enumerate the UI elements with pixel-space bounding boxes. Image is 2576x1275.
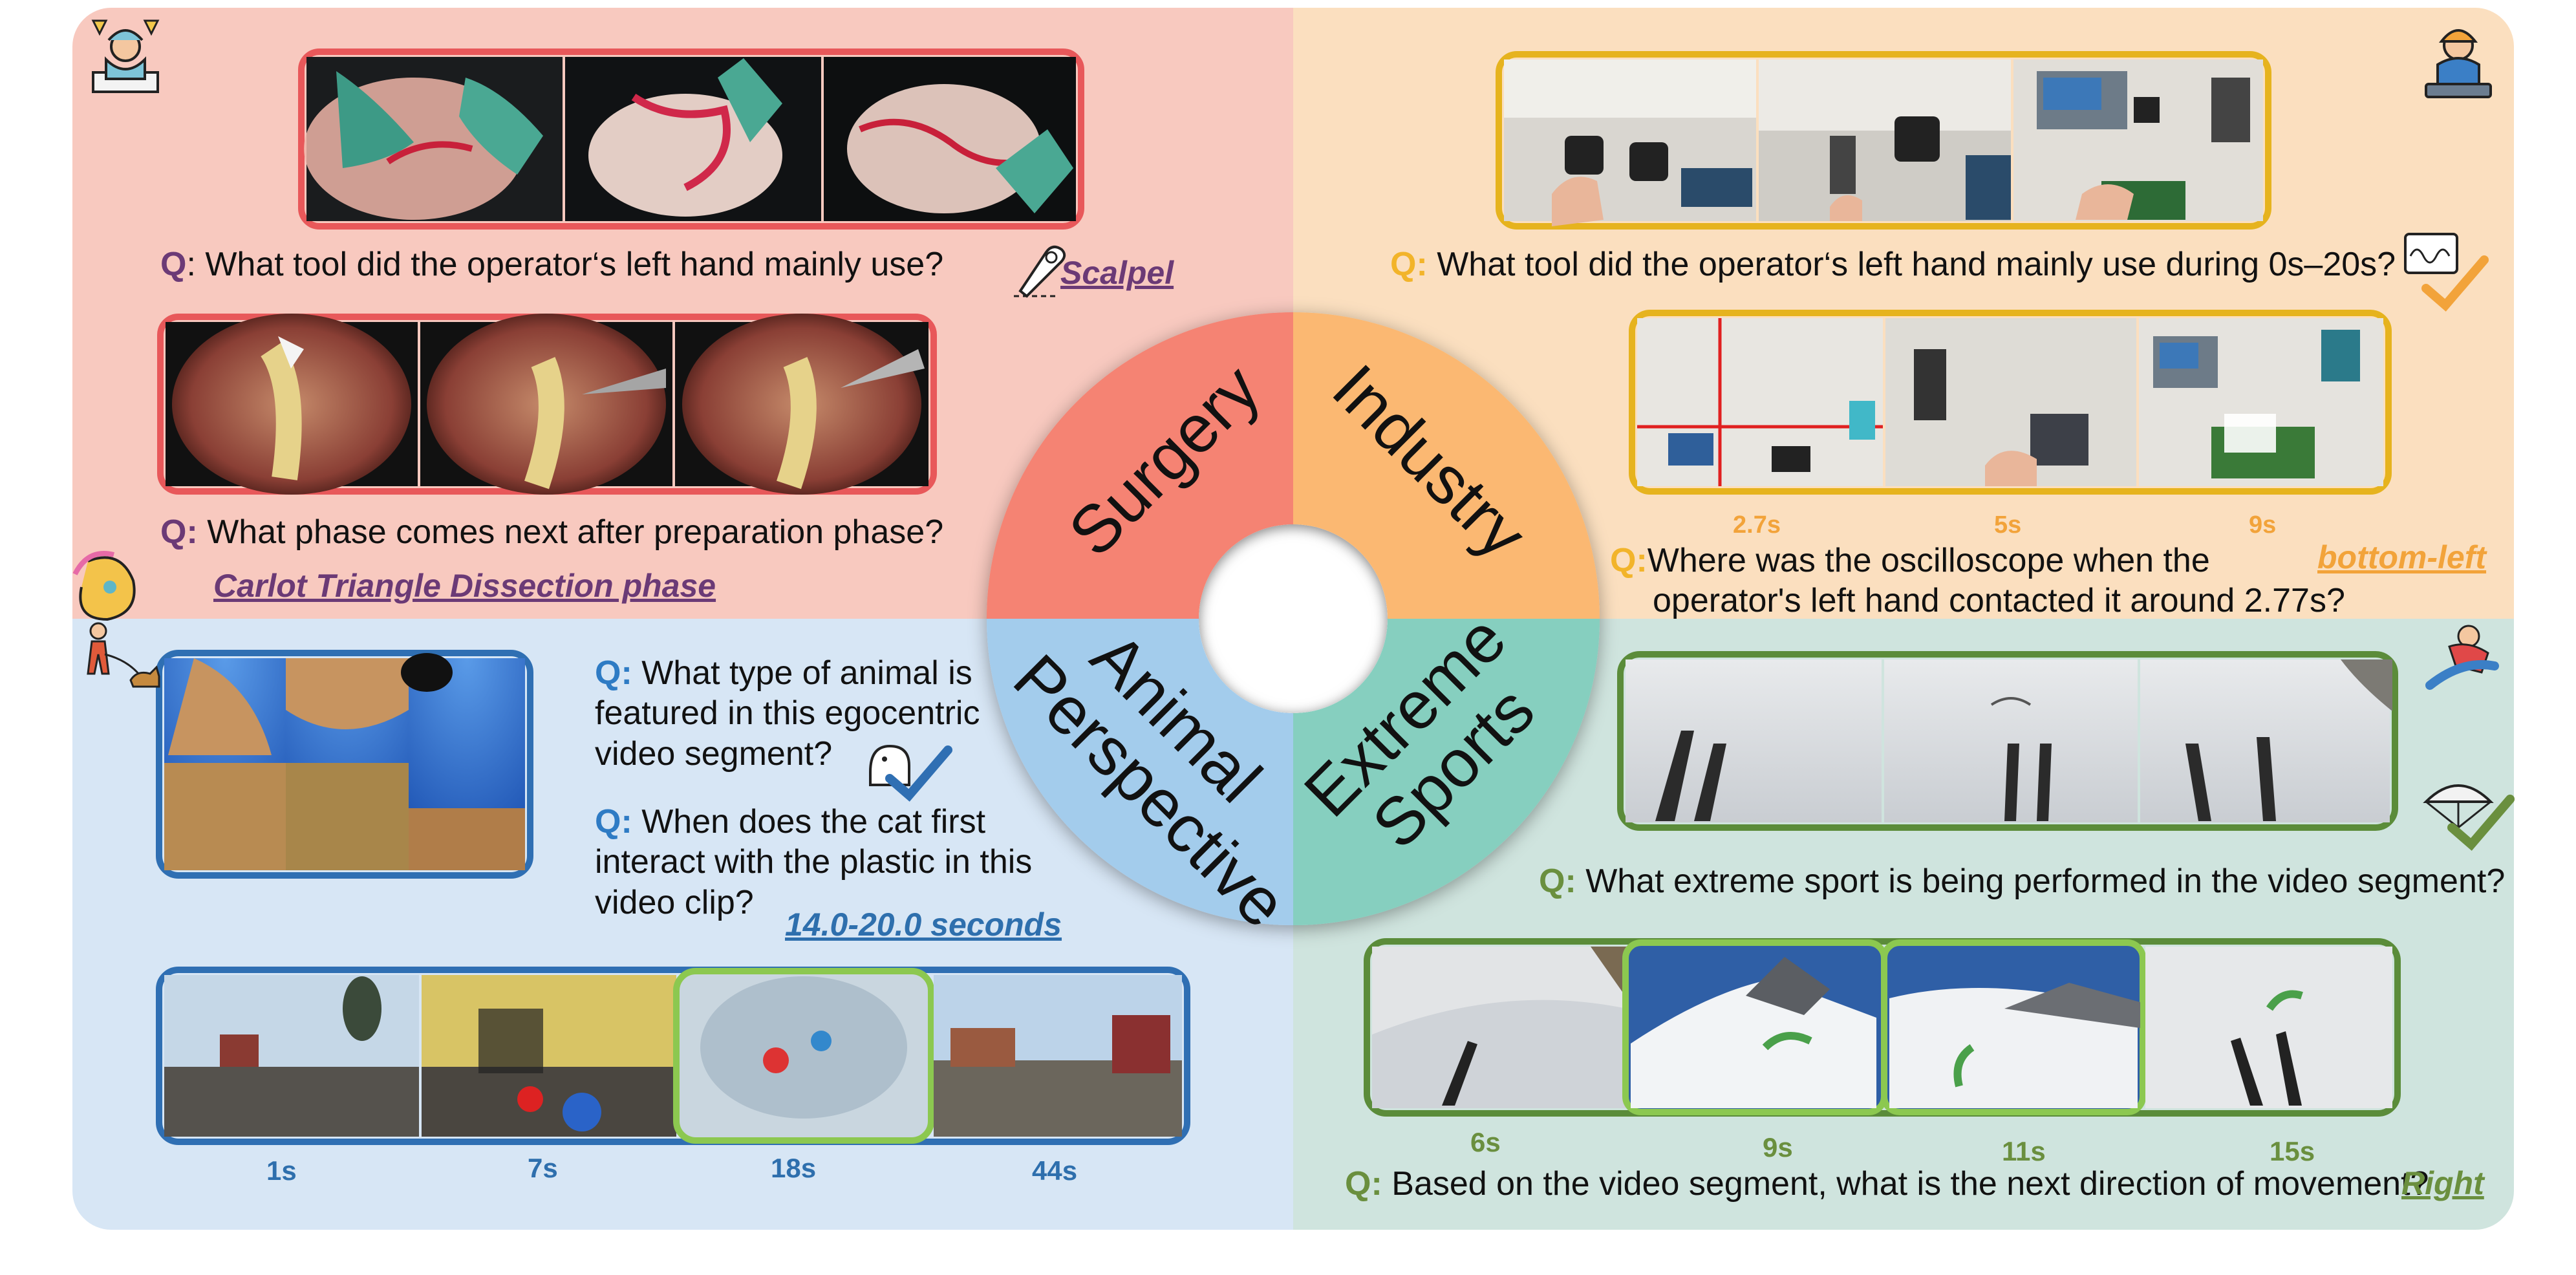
industry-frames-top bbox=[1496, 51, 2271, 230]
animal-timestamp-3: 18s bbox=[771, 1153, 817, 1183]
oscilloscope-check-icon bbox=[2404, 233, 2489, 312]
surgery-frames-bottom bbox=[157, 314, 937, 495]
animal-q2-line1: When does the cat first bbox=[641, 803, 986, 841]
industry-q2-line2: operator's left hand contacted it around… bbox=[1653, 582, 2345, 620]
sports-timestamp-3: 11s bbox=[2002, 1136, 2046, 1166]
animal-timestamp-2: 7s bbox=[528, 1153, 558, 1183]
sports-timestamp-1: 6s bbox=[1470, 1127, 1501, 1157]
animal-frames-top bbox=[156, 650, 533, 879]
surgery-answer-2: Carlot Triangle Dissection phase bbox=[213, 568, 716, 604]
sports-frames-top bbox=[1617, 651, 2398, 831]
industry-question-2: Q:Where was the oscilloscope when the op… bbox=[1610, 541, 2345, 621]
sports-q1-text: What extreme sport is being performed in… bbox=[1576, 862, 2506, 900]
sports-question-2: Q: Based on the video segment, what is t… bbox=[1345, 1164, 2429, 1204]
industry-timestamp-3: 9s bbox=[2249, 511, 2277, 539]
gallbladder-icon bbox=[72, 551, 136, 621]
industry-answer-2: bottom-left bbox=[2317, 539, 2487, 575]
industry-q1-text: What tool did the operator‘s left hand m… bbox=[1427, 246, 2396, 283]
industry-q1-prefix: Q: bbox=[1390, 246, 1428, 283]
industry-timestamp-2: 5s bbox=[1994, 511, 2022, 539]
snowboarder-icon bbox=[2425, 625, 2499, 690]
domain-wheel bbox=[987, 312, 1600, 925]
industry-timestamp-1: 2.7s bbox=[1733, 511, 1781, 539]
surgery-question-1: Q: What tool did the operator‘s left han… bbox=[160, 244, 943, 284]
animal-frames-bottom bbox=[156, 967, 1190, 1145]
dog-check-icon bbox=[869, 744, 952, 802]
animal-q2-prefix: Q: bbox=[595, 803, 632, 841]
industry-q2-prefix: Q: bbox=[1610, 542, 1648, 579]
animal-answer-2: 14.0-20.0 seconds bbox=[785, 906, 1062, 943]
animal-timestamp-1: 1s bbox=[266, 1155, 297, 1186]
wheel-segment-animal bbox=[987, 619, 1293, 925]
surgery-answer-1: Scalpel bbox=[1060, 255, 1174, 291]
animal-timestamp-4: 44s bbox=[1032, 1155, 1078, 1186]
worker-icon bbox=[2425, 29, 2492, 98]
sports-answer-2: Right bbox=[2401, 1165, 2484, 1201]
surgeon-icon bbox=[91, 19, 160, 93]
animal-q1-line2: featured in this egocentric bbox=[595, 694, 980, 733]
sports-frames-bottom bbox=[1364, 938, 2401, 1117]
surgery-q2-text: What phase comes next after preparation … bbox=[197, 513, 944, 551]
industry-q2-line1: Where was the oscilloscope when the bbox=[1647, 542, 2210, 579]
sports-q2-text: Based on the video segment, what is the … bbox=[1382, 1165, 2429, 1203]
wheel-segment-industry bbox=[1293, 312, 1600, 619]
sports-q2-prefix: Q: bbox=[1345, 1165, 1382, 1203]
surgery-q1-text: : What tool did the operator‘s left hand… bbox=[186, 246, 944, 283]
sports-question-1: Q: What extreme sport is being performed… bbox=[1539, 861, 2505, 901]
industry-frames-bottom bbox=[1629, 310, 2392, 495]
surgery-q1-prefix: Q bbox=[160, 246, 187, 283]
scalpel-icon bbox=[1014, 245, 1066, 298]
surgery-question-2: Q: What phase comes next after preparati… bbox=[160, 512, 943, 552]
dog-walker-icon bbox=[87, 622, 160, 688]
parachute-check-icon bbox=[2423, 784, 2515, 851]
surgery-q2-prefix: Q: bbox=[160, 513, 198, 551]
animal-q1-line3: video segment? bbox=[595, 734, 833, 773]
sports-q1-prefix: Q: bbox=[1539, 862, 1576, 900]
surgery-frames-top bbox=[298, 48, 1084, 230]
sports-timestamp-2: 9s bbox=[1763, 1132, 1793, 1162]
animal-q2-line3: video clip? bbox=[595, 883, 754, 921]
animal-question-2: Q: When does the cat first interact with… bbox=[595, 802, 1032, 923]
wheel-segment-surgery bbox=[987, 312, 1293, 619]
sports-timestamp-4: 15s bbox=[2270, 1136, 2315, 1166]
animal-question-1: Q: What type of animal is featured in th… bbox=[595, 653, 980, 774]
animal-q2-line2: interact with the plastic in this bbox=[595, 843, 1033, 881]
animal-q1-prefix: Q: bbox=[595, 654, 632, 692]
wheel-segment-sports bbox=[1293, 619, 1600, 925]
animal-q1-line1: What type of animal is bbox=[641, 654, 972, 692]
industry-question-1: Q: What tool did the operator‘s left han… bbox=[1390, 244, 2396, 284]
